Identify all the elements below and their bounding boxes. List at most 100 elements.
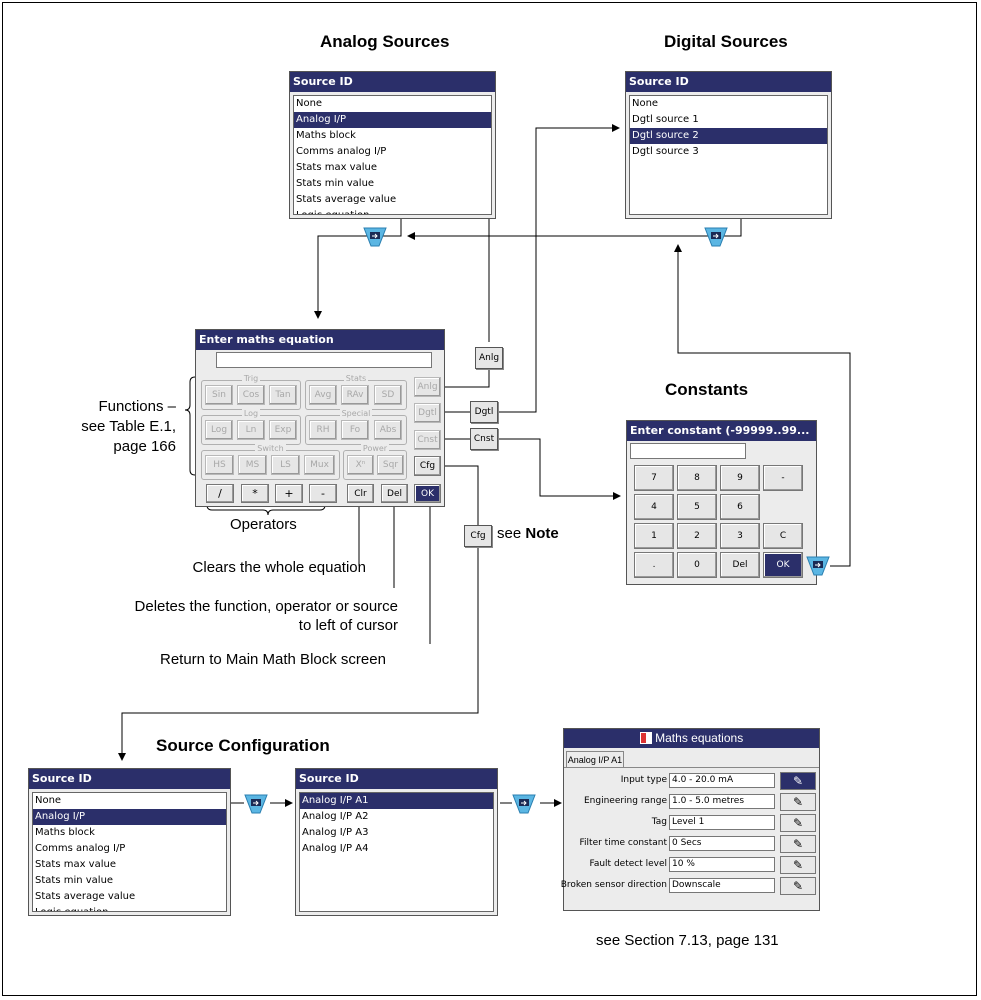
edit-icon[interactable]: ✎ [780, 835, 816, 853]
tap-arrow-icon[interactable] [243, 794, 269, 814]
list-item[interactable]: Stats max value [296, 162, 377, 173]
rh-button[interactable]: RH [309, 420, 337, 440]
key-dot-button[interactable]: . [634, 552, 674, 578]
list-item[interactable]: Logic equation [294, 208, 491, 214]
exp-button[interactable]: Exp [269, 420, 297, 440]
key-7-button[interactable]: 7 [634, 465, 674, 491]
setting-value[interactable]: 0 Secs [669, 836, 775, 851]
tab-analog-ip-a1[interactable]: Analog I/P A1 [566, 751, 624, 768]
setting-value[interactable]: Downscale [669, 878, 775, 893]
list-item[interactable]: Analog I/P A2 [302, 811, 369, 822]
edit-icon[interactable]: ✎ [780, 877, 816, 895]
clear-button[interactable]: Clr [347, 484, 374, 503]
list-item[interactable]: Dgtl source 2 [630, 128, 827, 144]
list-item[interactable]: None [35, 795, 62, 806]
divide-button[interactable]: / [206, 484, 234, 503]
ls-button[interactable]: LS [271, 455, 300, 475]
key-c-button[interactable]: C [763, 523, 803, 549]
edit-icon[interactable]: ✎ [780, 856, 816, 874]
list-item[interactable]: Analog I/P [294, 112, 491, 128]
minus-button[interactable]: - [309, 484, 337, 503]
power-button[interactable]: Xⁿ [347, 455, 374, 475]
edit-icon[interactable]: ✎ [780, 814, 816, 832]
key-9-button[interactable]: 9 [720, 465, 760, 491]
tap-arrow-icon[interactable] [703, 227, 729, 247]
cnst-callout-button[interactable]: Cnst [470, 428, 498, 450]
key-2-button[interactable]: 2 [677, 523, 717, 549]
list-item[interactable]: Stats max value [35, 859, 116, 870]
key-4-button[interactable]: 4 [634, 494, 674, 520]
list-item[interactable]: Logic equation [33, 905, 226, 911]
key-0-button[interactable]: 0 [677, 552, 717, 578]
tap-arrow-icon[interactable] [362, 227, 388, 247]
tap-arrow-icon[interactable] [805, 556, 831, 576]
dgtl-callout-button[interactable]: Dgtl [470, 401, 498, 423]
list-item[interactable]: Stats average value [35, 891, 136, 902]
section-caption: see Section 7.13, page 131 [596, 932, 779, 949]
list-item[interactable]: Stats average value [296, 194, 397, 205]
list-item[interactable]: None [296, 98, 323, 109]
ms-button[interactable]: MS [238, 455, 267, 475]
list-item[interactable]: Stats min value [296, 178, 375, 189]
list-item[interactable]: Analog I/P A4 [302, 843, 369, 854]
key-minus-button[interactable]: - [763, 465, 803, 491]
cfg-side-button[interactable]: Cfg [414, 456, 441, 476]
dgtl-side-button[interactable]: Dgtl [414, 403, 441, 423]
cnst-side-button[interactable]: Cnst [414, 430, 441, 450]
log-button[interactable]: Log [205, 420, 233, 440]
mux-button[interactable]: Mux [304, 455, 335, 475]
abs-button[interactable]: Abs [374, 420, 402, 440]
list-item[interactable]: Stats min value [35, 875, 114, 886]
cos-button[interactable]: Cos [237, 385, 265, 405]
equation-ok-button[interactable]: OK [414, 484, 441, 503]
key-del-button[interactable]: Del [720, 552, 760, 578]
key-3-button[interactable]: 3 [720, 523, 760, 549]
list-item[interactable]: Analog I/P [33, 809, 226, 825]
edit-icon[interactable]: ✎ [780, 793, 816, 811]
key-5-button[interactable]: 5 [677, 494, 717, 520]
key-1-button[interactable]: 1 [634, 523, 674, 549]
ln-button[interactable]: Ln [237, 420, 265, 440]
list-item[interactable]: Analog I/P A1 [300, 793, 493, 809]
hs-button[interactable]: HS [205, 455, 234, 475]
sd-button[interactable]: SD [374, 385, 402, 405]
list-item[interactable]: Analog I/P A3 [302, 827, 369, 838]
multiply-button[interactable]: * [241, 484, 269, 503]
setting-value[interactable]: 4.0 - 20.0 mA [669, 773, 775, 788]
key-ok-button[interactable]: OK [763, 552, 803, 578]
plus-button[interactable]: + [275, 484, 303, 503]
list-item[interactable]: Dgtl source 1 [632, 114, 699, 125]
operators-caption: Operators [230, 516, 297, 533]
anlg-callout-button[interactable]: Anlg [475, 347, 503, 369]
cfg-note-button[interactable]: Cfg [464, 525, 492, 547]
analog-sources-heading: Analog Sources [320, 32, 450, 51]
tan-button[interactable]: Tan [269, 385, 297, 405]
key-6-button[interactable]: 6 [720, 494, 760, 520]
anlg-side-button[interactable]: Anlg [414, 377, 441, 397]
list-item[interactable]: Maths block [296, 130, 356, 141]
equation-input[interactable] [216, 352, 432, 368]
key-8-button[interactable]: 8 [677, 465, 717, 491]
list-item[interactable]: Comms analog I/P [35, 843, 126, 854]
sin-button[interactable]: Sin [205, 385, 233, 405]
list-item[interactable]: Comms analog I/P [296, 146, 387, 157]
setting-value[interactable]: 1.0 - 5.0 metres [669, 794, 775, 809]
rav-button[interactable]: RAv [341, 385, 369, 405]
sqr-button[interactable]: Sqr [377, 455, 404, 475]
setting-value[interactable]: Level 1 [669, 815, 775, 830]
config-source-list-2[interactable]: Analog I/P A1 Analog I/P A2 Analog I/P A3 A… [299, 792, 494, 912]
deletes-caption-1: Deletes the function, operator or source [134, 598, 398, 615]
edit-icon[interactable]: ✎ [780, 772, 816, 790]
list-item[interactable]: Dgtl source 3 [632, 146, 699, 157]
list-item[interactable]: Maths block [35, 827, 95, 838]
list-item[interactable]: None [632, 98, 659, 109]
avg-button[interactable]: Avg [309, 385, 337, 405]
setting-value[interactable]: 10 % [669, 857, 775, 872]
fo-button[interactable]: Fo [341, 420, 369, 440]
tap-arrow-icon[interactable] [511, 794, 537, 814]
delete-button[interactable]: Del [381, 484, 408, 503]
constant-input[interactable] [630, 443, 746, 459]
